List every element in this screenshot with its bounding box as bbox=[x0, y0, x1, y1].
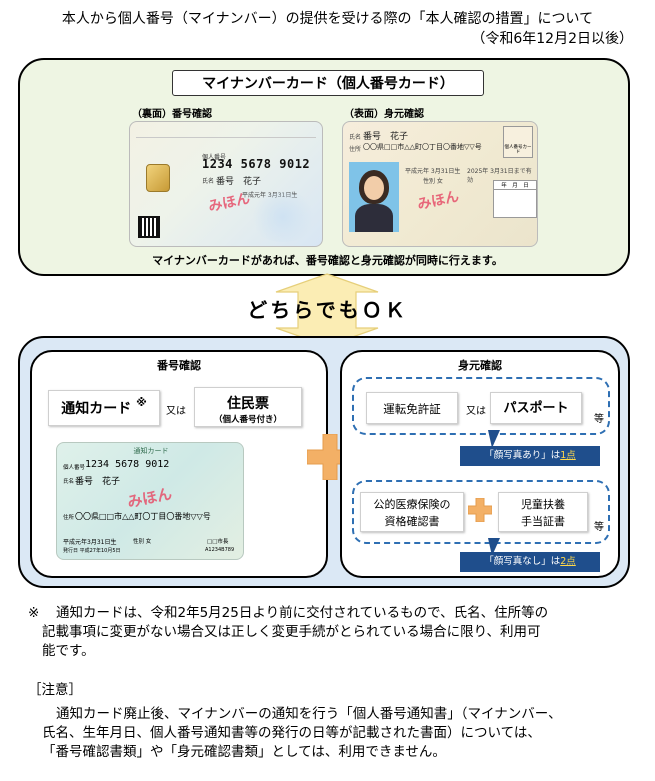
notice-card-text: 通知カード bbox=[61, 401, 132, 417]
notice-card-mark: ※ bbox=[136, 396, 147, 409]
card-front-sample-stamp: みほん bbox=[416, 188, 461, 214]
ic-chip-icon bbox=[146, 164, 170, 192]
number-check-or: 又は bbox=[166, 406, 186, 417]
caution-line3: 「番号確認書類」や「身元確認書類」としては、利用できません。 bbox=[42, 744, 446, 760]
notice-card-number-label: 個人番号 bbox=[63, 465, 86, 471]
card-back-number: 1234 5678 9012 bbox=[202, 157, 311, 171]
card-front-label: （表面）身元確認 bbox=[344, 109, 424, 120]
photo-no-count: 2点 bbox=[560, 556, 576, 567]
qr-code-icon bbox=[138, 216, 160, 238]
identity-or: 又は bbox=[466, 406, 486, 417]
small-plus-icon bbox=[468, 498, 492, 522]
notice-card-address-label: 住所 bbox=[63, 515, 75, 521]
identity-check-title: 身元確認 bbox=[458, 359, 502, 372]
card-front-expiry: 2025年 3月31日まで有効 bbox=[467, 168, 532, 184]
notice-card-office: □□市長 bbox=[207, 539, 229, 545]
mynumber-card-front-image: 氏名 番号 花子 住所 〇〇県□□市△△町〇丁目〇番地▽▽号 個人番号カード 平… bbox=[342, 121, 538, 247]
photo-yes-label: 「顔写真あり」は1点 bbox=[460, 446, 600, 466]
photo-no-prefix: 「顔写真なし」は bbox=[484, 556, 561, 567]
card-front-date-box: 年 月 日 bbox=[493, 180, 537, 218]
card-back-label: （裏面）番号確認 bbox=[132, 109, 212, 120]
card-front-birth: 平成元年 3月31日生 bbox=[405, 168, 461, 175]
identity-etc2: 等 bbox=[594, 522, 604, 533]
number-check-title: 番号確認 bbox=[157, 359, 201, 372]
photo-body bbox=[355, 204, 393, 232]
callout-pointer-icon-2 bbox=[488, 538, 500, 556]
notice-card-serial: A1234B789 bbox=[205, 547, 235, 553]
mynumber-card-back-image: 個人番号 1234 5678 9012 氏名 番号 花子 平成元年 3月31日生… bbox=[129, 121, 323, 247]
insurance-line2: 資格確認書 bbox=[384, 515, 440, 528]
notice-card-issued: 発行日 平成27年10月5日 bbox=[63, 548, 121, 554]
mynumber-card-caption: マイナンバーカードがあれば、番号確認と身元確認が同時に行えます。 bbox=[152, 254, 503, 267]
caution-line2: 氏名、生年月日、個人番号通知書等の発行の日等が記載された書面）については、 bbox=[42, 725, 541, 741]
card-back-name-label: 氏名 bbox=[202, 178, 215, 185]
allowance-line2: 手当証書 bbox=[521, 515, 565, 528]
photo-face bbox=[364, 176, 384, 200]
notice-card-image-title: 通知カード bbox=[133, 447, 169, 455]
passport-option: パスポート bbox=[490, 392, 582, 424]
insurance-line1: 公的医療保険の bbox=[373, 498, 451, 511]
card-front-badge-text: 個人番号カード bbox=[504, 145, 532, 155]
identity-etc1: 等 bbox=[594, 414, 604, 425]
card-front-name: 番号 花子 bbox=[363, 132, 409, 142]
allowance-certificate-option: 児童扶養 手当証書 bbox=[498, 492, 588, 532]
insurance-certificate-option: 公的医療保険の 資格確認書 bbox=[360, 492, 464, 532]
page-date: （令和6年12月2日以後） bbox=[471, 31, 633, 47]
notice-card-option: 通知カード ※ bbox=[48, 390, 160, 426]
card-front-address: 〇〇県□□市△△町〇丁目〇番地▽▽号 bbox=[363, 143, 482, 151]
either-ok-text: どちらでもＯＫ bbox=[247, 298, 408, 322]
photo-yes-prefix: 「顔写真あり」は bbox=[484, 450, 561, 461]
notice-card-sex: 性別 女 bbox=[133, 539, 152, 545]
asterisk-mark: ※ bbox=[28, 605, 40, 621]
notice-card-name-label: 氏名 bbox=[63, 479, 75, 485]
card-front-name-label: 氏名 bbox=[349, 134, 362, 141]
caution-title: ［注意］ bbox=[28, 682, 82, 698]
notice-card-name: 番号 花子 bbox=[75, 477, 121, 487]
card-back-name: 番号 花子 bbox=[216, 177, 262, 187]
card-back-sample-stamp: みほん bbox=[207, 190, 252, 216]
plus-icon bbox=[307, 434, 353, 480]
card-back-number-label: 個人番号 bbox=[202, 154, 227, 161]
photo-id-group bbox=[352, 377, 610, 435]
juminhyo-text: 住民票 bbox=[227, 396, 269, 412]
no-photo-id-group bbox=[352, 480, 610, 544]
notice-card-address: 〇〇県□□市△△町〇丁目〇番地▽▽号 bbox=[75, 512, 211, 521]
photo-no-label: 「顔写真なし」は2点 bbox=[460, 552, 600, 572]
page-title: 本人から個人番号（マイナンバー）の提供を受ける際の「本人確認の措置」について bbox=[61, 11, 594, 27]
juminhyo-option: 住民票 （個人番号付き） bbox=[194, 387, 302, 427]
card-back-fine-print bbox=[136, 128, 316, 138]
mynumber-card-label: マイナンバーカード（個人番号カード） bbox=[172, 70, 484, 96]
card-front-date-header: 年 月 日 bbox=[494, 181, 536, 190]
card-front-sex: 性別 女 bbox=[423, 178, 443, 185]
juminhyo-sub: （個人番号付き） bbox=[213, 415, 282, 425]
notice-card-birth: 平成元年3月31日生 bbox=[63, 539, 117, 546]
drivers-license-option: 運転免許証 bbox=[366, 392, 458, 424]
card-back-pattern bbox=[248, 192, 318, 242]
allowance-line1: 児童扶養 bbox=[521, 498, 565, 511]
notice-card-image: 通知カード 個人番号 1234 5678 9012 氏名 番号 花子 住所 〇〇… bbox=[56, 442, 244, 560]
photo-yes-count: 1点 bbox=[560, 450, 576, 461]
card-front-badge: 個人番号カード bbox=[503, 126, 533, 158]
asterisk-note-line2: 記載事項に変更がない場合又は正しく変更手続がとられている場合に限り、利用可 bbox=[42, 624, 541, 640]
callout-pointer-icon bbox=[488, 430, 500, 448]
asterisk-note-line1: 通知カードは、令和2年5月25日より前に交付されているもので、氏名、住所等の bbox=[56, 605, 549, 621]
notice-card-sample-stamp: みほん bbox=[125, 484, 174, 512]
card-front-address-label: 住所 bbox=[349, 146, 362, 153]
asterisk-note-line3: 能です。 bbox=[42, 643, 95, 659]
caution-line1: 通知カード廃止後、マイナンバーの通知を行う「個人番号通知書」（マイナンバー、 bbox=[56, 706, 562, 722]
card-front-photo bbox=[349, 162, 399, 232]
notice-card-number: 1234 5678 9012 bbox=[85, 459, 170, 470]
